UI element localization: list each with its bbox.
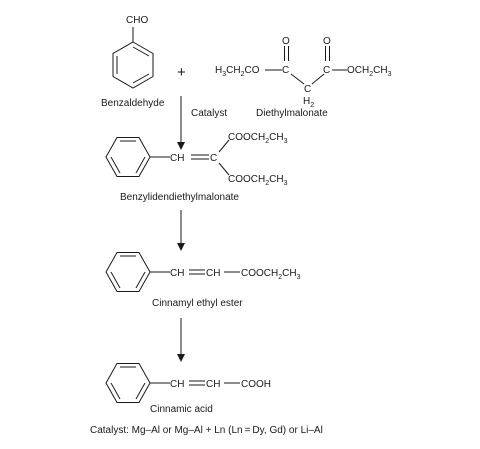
vinyl-ch-label: CH bbox=[170, 268, 184, 279]
benzene-ring bbox=[112, 41, 154, 89]
ester-group-bottom: COOCH2CH3 bbox=[228, 174, 288, 187]
cinnamic-acid-structure: CH CH COOH bbox=[105, 363, 271, 403]
malonate-left-ester-label: H3CH2CO bbox=[215, 65, 260, 78]
cinnamyl-ethyl-ester-structure: CH CH COOCH2CH3 bbox=[105, 252, 301, 292]
malonate-right-ester-label: OCH2CH3 bbox=[347, 65, 392, 78]
carboxyl-group: COOH bbox=[241, 379, 271, 390]
cinnamic-acid-name: Cinnamic acid bbox=[150, 404, 213, 415]
malonate-right-carbonyl-c: C bbox=[323, 65, 330, 76]
malonate-central-c: C bbox=[304, 84, 311, 95]
benzylidendiethylmalonate-name: Benzylidendiethylmalonate bbox=[120, 192, 239, 203]
vinyl-ch-label: CH bbox=[170, 153, 184, 164]
malonate-ch2-h: H2 bbox=[303, 96, 314, 109]
vinyl-ch-label-2: CH bbox=[206, 379, 220, 390]
malonate-right-carbonyl-o: O bbox=[323, 36, 331, 47]
vinyl-ch-label: CH bbox=[170, 379, 184, 390]
cinnamyl-ethyl-ester-name: Cinnamyl ethyl ester bbox=[152, 298, 243, 309]
malonate-left-carbonyl-c: C bbox=[282, 65, 289, 76]
alkene-c-label: C bbox=[210, 153, 217, 164]
benzylidendiethylmalonate-structure: CH C COOCH2CH3 COOCH2CH3 bbox=[105, 132, 288, 187]
plus-sign: + bbox=[177, 64, 186, 81]
benzaldehyde-cho-label: CHO bbox=[126, 15, 148, 26]
catalyst-footnote: Catalyst: Mg–Al or Mg–Al + Ln (Ln = Dy, … bbox=[90, 425, 323, 436]
benzene-ring bbox=[105, 252, 151, 292]
diethylmalonate-name: Diethylmalonate bbox=[256, 108, 328, 119]
ester-group: COOCH2CH3 bbox=[241, 268, 301, 281]
benzaldehyde-structure: CHO bbox=[112, 15, 154, 89]
malonate-left-carbonyl-o: O bbox=[282, 36, 290, 47]
vinyl-ch-label-2: CH bbox=[206, 268, 220, 279]
catalyst-label: Catalyst bbox=[191, 108, 227, 119]
benzene-ring bbox=[105, 363, 151, 403]
benzene-ring bbox=[105, 137, 151, 177]
diethylmalonate-structure: H3CH2CO C O C H2 C O OCH2CH3 bbox=[215, 36, 392, 109]
benzaldehyde-name: Benzaldehyde bbox=[101, 98, 165, 109]
ester-group-top: COOCH2CH3 bbox=[228, 132, 288, 145]
